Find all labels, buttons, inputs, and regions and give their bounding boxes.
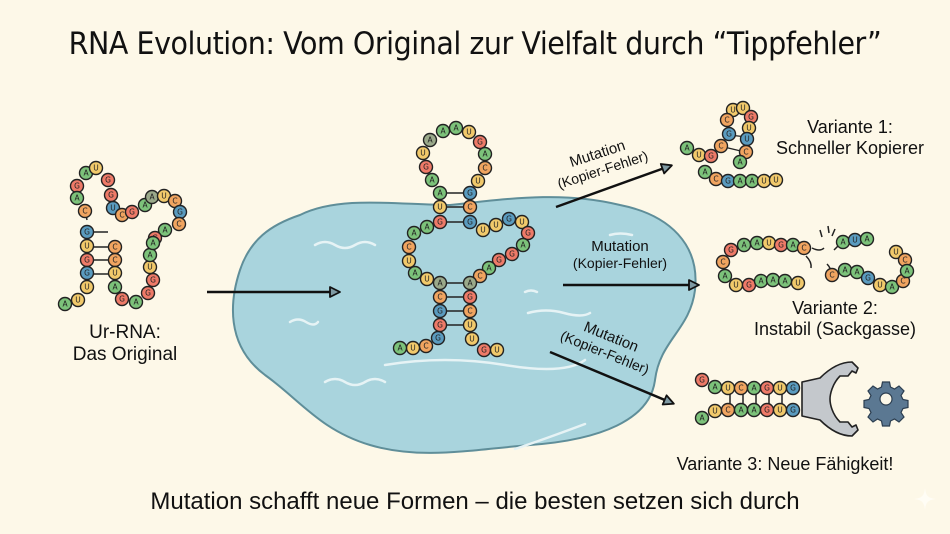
- gear-icon: [863, 381, 909, 427]
- mutation-label-2-line1: Mutation: [591, 238, 649, 255]
- variant-1-label: Variante 1: Schneller Kopierer: [760, 117, 940, 158]
- variant-3-label-line1: Variante 3: Neue Fähigkeit!: [676, 454, 894, 474]
- variant-2-label: Variante 2: Instabil (Sackgasse): [745, 298, 925, 339]
- variant-3-rna-tool: [694, 361, 909, 437]
- variant-2-label-line1: Variante 2:: [792, 298, 878, 318]
- central-rna-structure: [392, 120, 536, 358]
- variant-1-label-line1: Variante 1:: [807, 117, 893, 137]
- diagram-caption: Mutation schafft neue Formen – die beste…: [150, 488, 800, 515]
- water-ripples: [288, 232, 634, 451]
- original-label-line1: Ur-RNA:: [89, 322, 161, 343]
- arrow-to-variant-1: [555, 163, 673, 209]
- variant-1-rna-structure: [679, 100, 784, 189]
- original-rna-structure: [57, 160, 188, 312]
- variant-2-label-line2: Instabil (Sackgasse): [753, 318, 917, 339]
- mutation-label-2: Mutation (Kopier-Fehler): [560, 238, 680, 271]
- variant-1-label-line2: Schneller Kopierer: [775, 137, 925, 158]
- mutation-label-2-line2: (Kopier-Fehler): [572, 255, 668, 272]
- wrench-icon: [801, 361, 859, 437]
- arrow-to-variant-3: [549, 350, 675, 406]
- sparkle-icon: [914, 488, 936, 510]
- diagram-title: RNA Evolution: Vom Original zur Vielfalt…: [68, 26, 882, 62]
- original-label-line2: Das Original: [72, 343, 178, 365]
- variant-3-label: Variante 3: Neue Fähigkeit!: [650, 454, 920, 475]
- original-label: Ur-RNA: Das Original: [55, 322, 195, 366]
- variant-2-rna-fragments: [715, 225, 915, 295]
